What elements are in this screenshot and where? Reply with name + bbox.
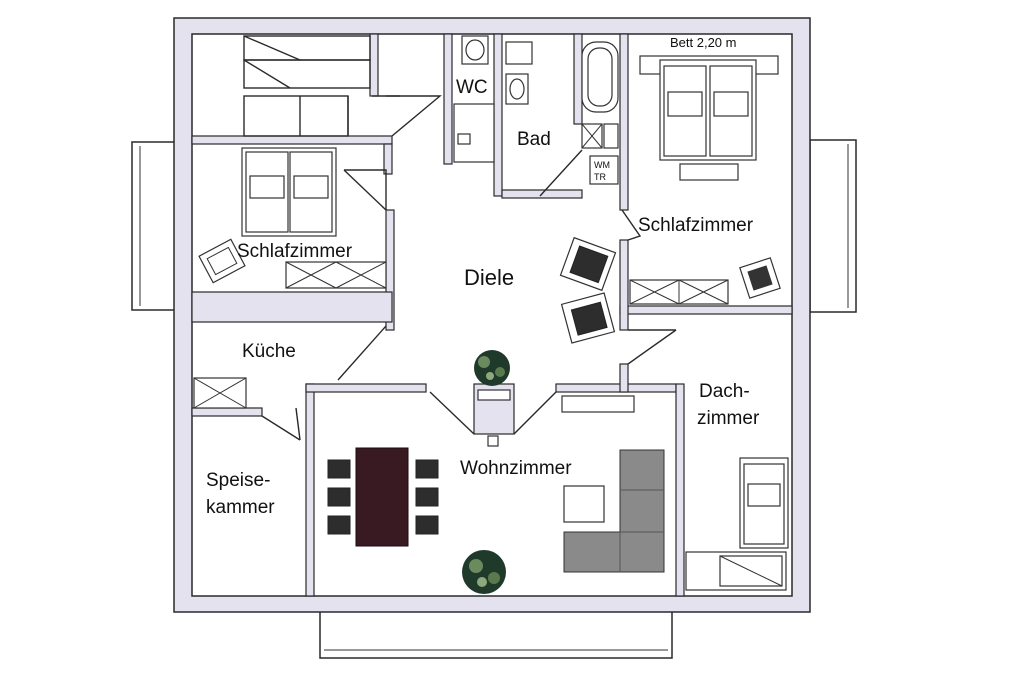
label-wc: WC	[456, 77, 488, 98]
kitchen-counter	[193, 377, 247, 409]
dachzimmer-cabinet	[685, 551, 787, 591]
wardrobe-right	[629, 257, 781, 305]
bed-left	[241, 147, 337, 237]
plant-wohnzimmer	[462, 550, 506, 594]
bed-right	[639, 55, 779, 181]
sideboard	[561, 395, 635, 413]
sofa	[563, 449, 665, 573]
interior-walls	[191, 33, 793, 597]
door-swings	[261, 149, 677, 441]
label-dachzimmer-line1: Dach-	[699, 381, 750, 402]
dachzimmer-bed	[739, 457, 789, 549]
coffee-table	[563, 485, 605, 523]
dining-chairs	[327, 459, 439, 535]
plant-diele	[474, 350, 510, 386]
wc-fixtures	[453, 35, 495, 163]
diele-pedestal	[477, 389, 511, 401]
balcony-right	[809, 139, 857, 313]
label-schlafzimmer-right: Schlafzimmer	[638, 215, 754, 236]
label-bed-width: Bett 2,20 m	[670, 35, 736, 50]
label-wm: WM	[594, 160, 610, 170]
bath-fixtures	[505, 41, 619, 185]
label-diele: Diele	[464, 265, 514, 290]
label-speisekammer-line1: Speise-	[206, 470, 270, 491]
label-kueche: Küche	[242, 341, 296, 362]
balcony-left	[131, 141, 177, 311]
staircase	[243, 35, 442, 137]
balcony-bottom	[319, 609, 673, 659]
small-object	[487, 435, 499, 447]
label-bad: Bad	[517, 129, 551, 150]
label-schlafzimmer-left: Schlafzimmer	[237, 241, 353, 262]
dining-table	[355, 447, 409, 547]
label-speisekammer-line2: kammer	[206, 497, 275, 518]
label-wohnzimmer: Wohnzimmer	[460, 458, 572, 479]
label-dachzimmer-line2: zimmer	[697, 408, 760, 429]
wardrobe-left	[198, 238, 387, 289]
label-tr: TR	[594, 172, 606, 182]
diele-armchairs	[559, 236, 617, 344]
